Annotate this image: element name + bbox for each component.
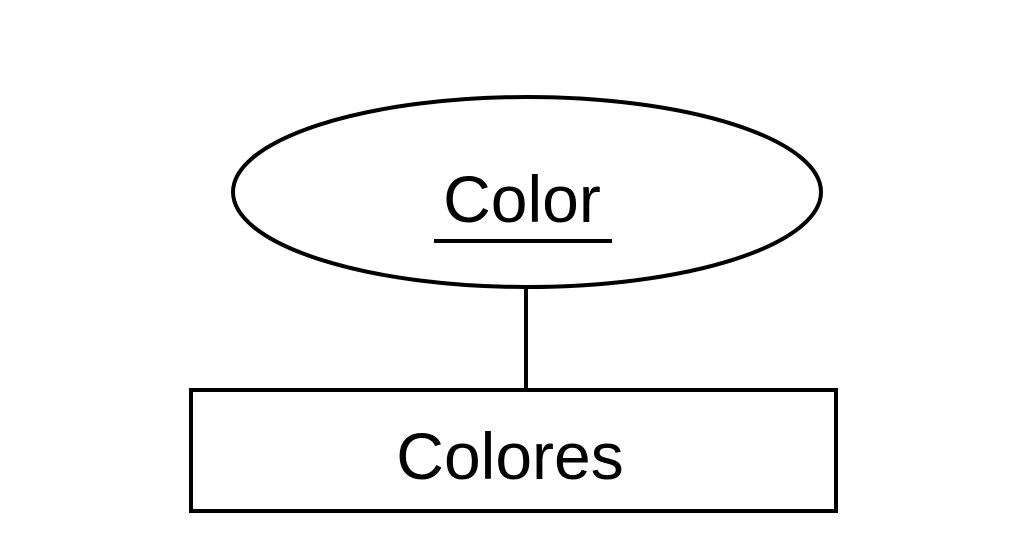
- attribute-label: Color: [443, 162, 601, 236]
- entity-label: Colores: [396, 419, 623, 493]
- entity-rectangle: [189, 388, 838, 513]
- attribute-ellipse: [231, 95, 823, 289]
